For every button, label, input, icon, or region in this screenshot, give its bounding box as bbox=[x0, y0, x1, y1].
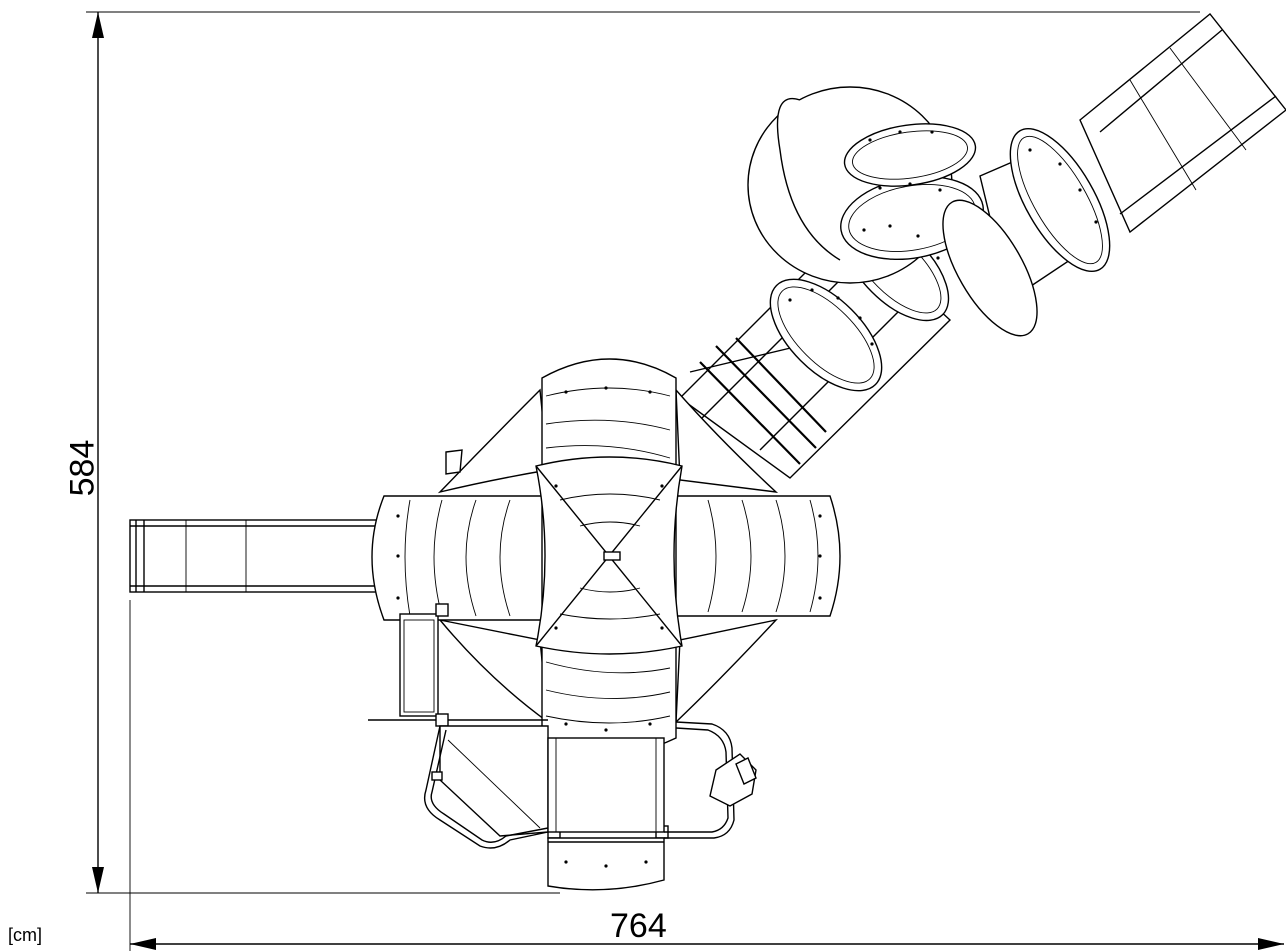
unit-label: [cm] bbox=[8, 925, 42, 945]
arrow-right bbox=[1258, 938, 1284, 950]
arrow-top bbox=[92, 12, 104, 38]
width-dimension-label: 764 bbox=[610, 907, 667, 945]
lower-structure bbox=[368, 449, 757, 891]
arrow-left bbox=[130, 938, 156, 950]
arrow-bottom bbox=[92, 867, 104, 893]
tube-slide bbox=[678, 13, 1286, 479]
corner-panels bbox=[437, 388, 779, 724]
height-dimension-label: 584 bbox=[63, 439, 102, 497]
central-platform bbox=[371, 358, 841, 755]
dimension-lines bbox=[86, 11, 1284, 951]
straight-slide-left bbox=[129, 519, 389, 593]
